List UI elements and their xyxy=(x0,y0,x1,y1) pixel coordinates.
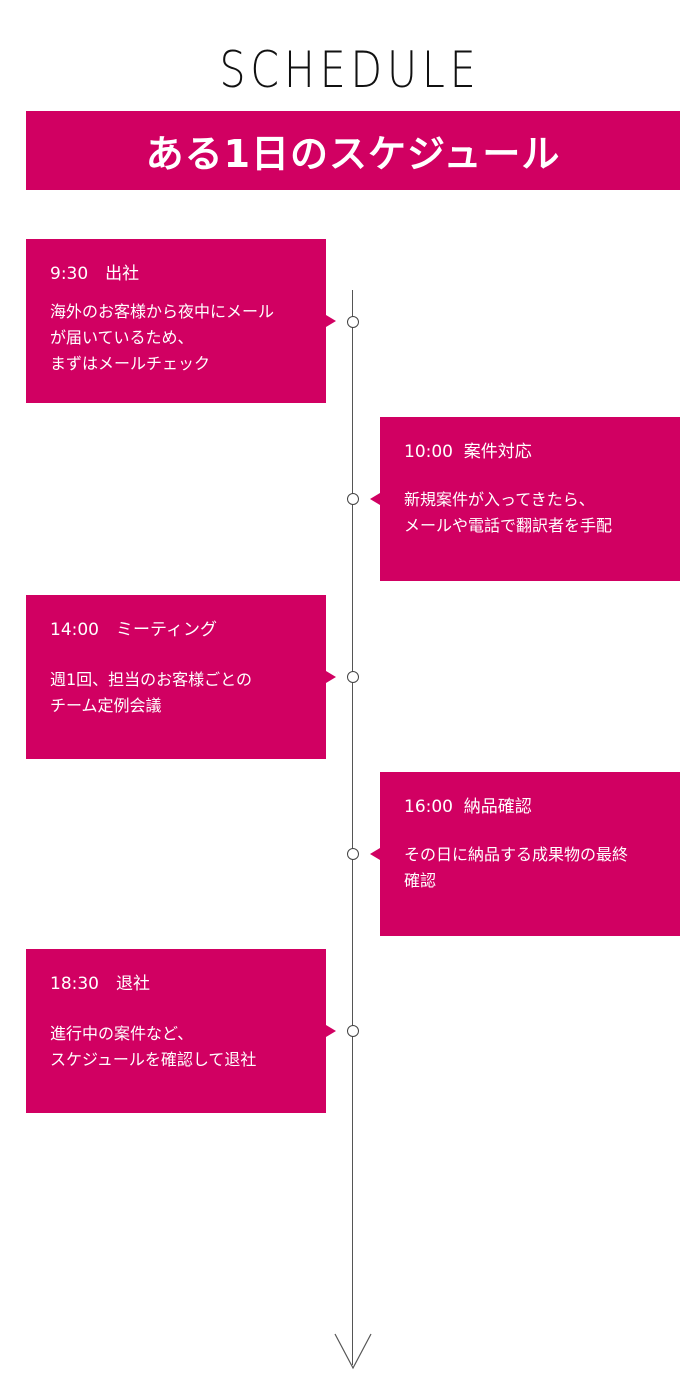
page-title: SCHEDULE xyxy=(219,41,481,99)
card-pointer xyxy=(370,493,380,505)
schedule-time: 10:00 案件対応 xyxy=(404,442,532,462)
timeline-arrow-icon xyxy=(334,1333,372,1370)
schedule-card-2: 10:00 案件対応 新規案件が入ってきたら、 メールや電話で翻訳者を手配 xyxy=(370,417,680,581)
timeline-node xyxy=(347,316,359,328)
timeline-node xyxy=(347,848,359,860)
schedule-card-5: 18:30 退社 進行中の案件など、 スケジュールを確認して退社 xyxy=(26,949,336,1113)
timeline-node xyxy=(347,1025,359,1037)
banner-title: ある1日のスケジュール xyxy=(145,132,561,176)
schedule-time: 14:00 ミーティング xyxy=(50,620,217,640)
schedule-description: 新規案件が入ってきたら、 メールや電話で翻訳者を手配 xyxy=(404,490,613,535)
timeline-node xyxy=(347,493,359,505)
card-pointer xyxy=(326,671,336,683)
schedule-description: 海外のお客様から夜中にメール が届いているため、 まずはメールチェック xyxy=(50,302,275,373)
title-banner: ある1日のスケジュール xyxy=(26,111,680,190)
schedule-description: 進行中の案件など、 スケジュールを確認して退社 xyxy=(50,1024,257,1069)
timeline-line xyxy=(352,290,353,1365)
schedule-card-3: 14:00 ミーティング 週1回、担当のお客様ごとの チーム定例会議 xyxy=(26,595,336,759)
schedule-time: 9:30 出社 xyxy=(50,264,140,284)
card-pointer xyxy=(326,1025,336,1037)
schedule-description: その日に納品する成果物の最終 確認 xyxy=(404,845,629,890)
timeline-node xyxy=(347,671,359,683)
schedule-card-1: 9:30 出社 海外のお客様から夜中にメール が届いているため、 まずはメールチ… xyxy=(26,239,336,403)
card-pointer xyxy=(326,315,336,327)
schedule-time: 18:30 退社 xyxy=(50,974,150,994)
schedule-card-4: 16:00 納品確認 その日に納品する成果物の最終 確認 xyxy=(370,772,680,936)
card-pointer xyxy=(370,848,380,860)
schedule-description: 週1回、担当のお客様ごとの チーム定例会議 xyxy=(50,670,253,715)
schedule-time: 16:00 納品確認 xyxy=(404,797,532,817)
